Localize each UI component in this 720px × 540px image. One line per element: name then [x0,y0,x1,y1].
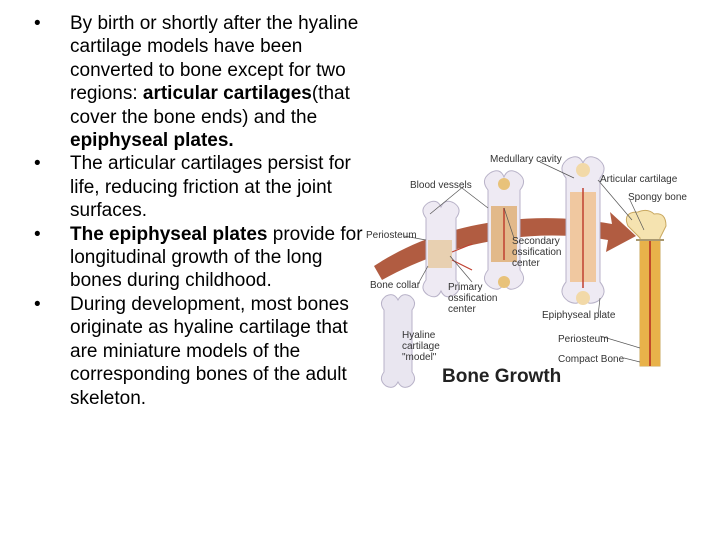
label-periosteum-right: Periosteum [558,334,609,345]
secondary-center-bone [484,170,524,290]
label-secondary-ossification-center: Secondary ossification center [512,236,562,269]
label-epiphyseal-plate: Epiphyseal plate [542,310,616,321]
growing-bone [561,156,605,305]
figure-title: Bone Growth [442,366,562,387]
bullet-text: During development, most bones originate… [70,293,349,409]
label-articular-cartilage: Articular cartilage [600,174,678,185]
label-medullary-cavity: Medullary cavity [490,154,562,165]
bullet-text: The articular cartilages persist for lif… [70,153,351,222]
leader-lines [403,161,645,363]
hyaline-model-bone [380,294,416,388]
label-compact-bone: Compact Bone [558,354,625,365]
bone-collar-bone [422,200,473,298]
bullet-bold-text: The epiphyseal plates [70,223,268,245]
adult-bone [625,209,667,367]
bullet-bold-text: epiphyseal plates. [70,130,234,152]
bone-growth-figure: Medullary cavity Blood vessels Articular… [364,148,687,398]
label-spongy-bone: Spongy bone [628,192,687,203]
label-hyaline-cartilage-model: Hyaline cartilage "model" [402,330,440,363]
bullet-item: During development, most bones originate… [34,293,364,410]
label-bone-collar: Bone collar [370,280,421,291]
bullet-list: By birth or shortly after the hyaline ca… [34,12,364,410]
bone-growth-illustration [374,156,667,388]
bullet-text: (that cover the bone ends) and the [70,83,350,128]
bullet-item: The articular cartilages persist for lif… [34,152,364,222]
bullet-text: provide for longitudinal growth of the l… [70,223,363,292]
bullet-item: The epiphyseal plates provide for longit… [34,223,364,293]
label-periosteum-left: Periosteum [366,230,417,241]
label-blood-vessels: Blood vessels [410,180,472,191]
label-primary-ossification-center: Primary ossification center [448,282,498,315]
bullet-text: By birth or shortly after the hyaline ca… [70,13,359,105]
bullet-item: By birth or shortly after the hyaline ca… [34,12,364,152]
bullet-bold-text: articular cartilages [142,83,312,105]
